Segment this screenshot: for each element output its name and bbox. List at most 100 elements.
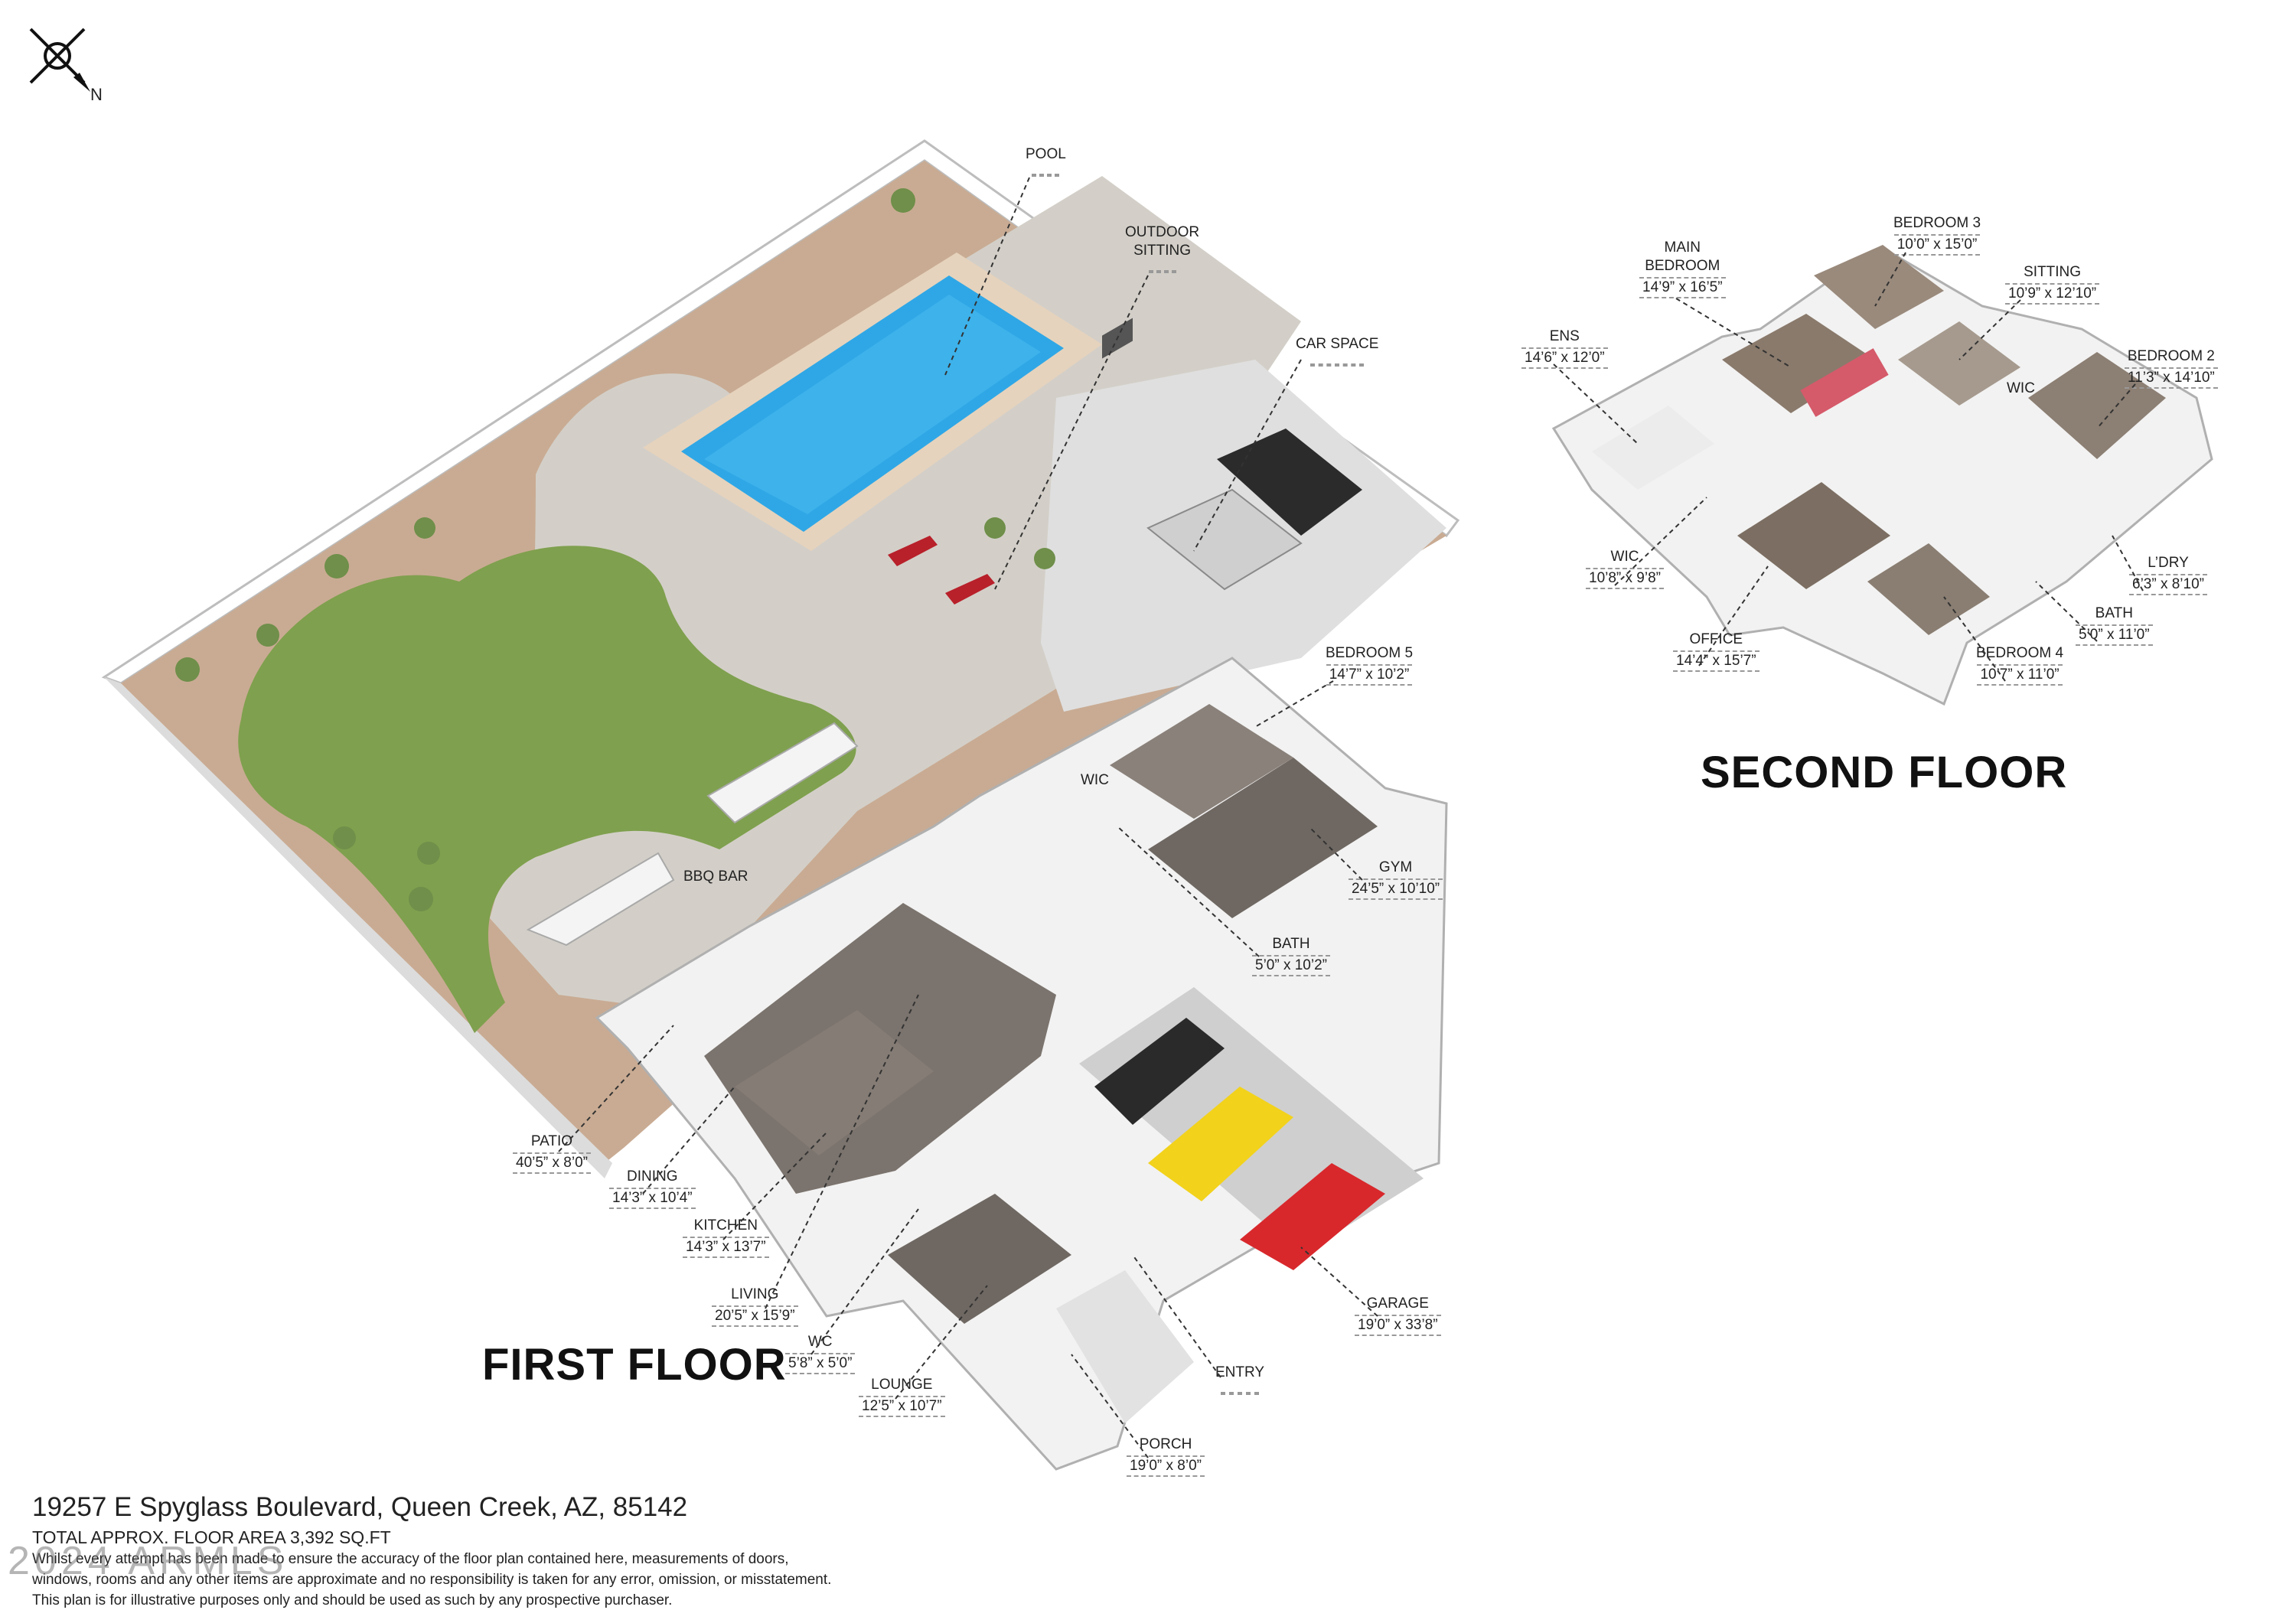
first-floor-title: FIRST FLOOR <box>482 1340 787 1390</box>
label-main-bedroom: MAIN BEDROOM 14’9” x 16’5” <box>1639 239 1726 298</box>
room-dim: 11’3” x 14’10” <box>2125 367 2218 389</box>
room-name: ENTRY <box>1215 1364 1265 1380</box>
label-car-space: CAR SPACE <box>1296 335 1378 372</box>
room-dim: 20’5” x 15’9” <box>712 1305 798 1327</box>
label-wic-second: WIC <box>2007 380 2035 398</box>
label-ens: ENS 14’6” x 12’0” <box>1521 328 1608 369</box>
room-name: POOL <box>1026 146 1066 162</box>
label-bbq-bar: BBQ BAR <box>683 868 748 886</box>
label-garage: GARAGE 19’0” x 33’8” <box>1355 1295 1441 1336</box>
bbq-bar-counter-2 <box>526 852 675 947</box>
main-bedroom-floor <box>1722 314 1875 413</box>
room-dim: 12’5” x 10’7” <box>859 1396 945 1417</box>
room-dim: 5’0” x 10’2” <box>1252 955 1330 976</box>
label-wc: WC 5’8” x 5’0” <box>785 1333 856 1374</box>
disclaimer: Whilst every attempt has been made to en… <box>32 1549 1027 1611</box>
room-name: GARAGE <box>1366 1295 1429 1312</box>
label-pool: POOL <box>1026 145 1066 182</box>
room-dim: 10’8” x 9’8” <box>1586 568 1664 589</box>
label-wic-first: WIC <box>1081 771 1109 790</box>
room-dim: 6’3” x 8’10” <box>2129 574 2207 595</box>
label-living: LIVING 20’5” x 15’9” <box>712 1286 798 1327</box>
room-name: BEDROOM 2 <box>2127 348 2215 364</box>
room-name: DINING <box>627 1168 678 1185</box>
room-name: OUTDOOR <box>1125 224 1200 240</box>
label-lounge: LOUNGE 12’5” x 10’7” <box>859 1376 945 1417</box>
disclaimer-line: This plan is for illustrative purposes o… <box>32 1592 673 1608</box>
room-dim: 14’6” x 12’0” <box>1521 347 1608 369</box>
porch-floor <box>1056 1270 1194 1423</box>
room-name: BBQ BAR <box>683 869 748 885</box>
room-name: LIVING <box>731 1286 779 1302</box>
lawn <box>238 546 856 1033</box>
compass: N <box>23 19 107 104</box>
lounge-chairs <box>888 536 995 605</box>
total-floor-area: TOTAL APPROX. FLOOR AREA 3,392 SQ.FT <box>32 1527 391 1547</box>
room-name: SITTING <box>1133 243 1192 259</box>
sitting-floor <box>1898 321 2020 406</box>
room-name: KITCHEN <box>693 1217 758 1234</box>
bbq-bar-counter <box>706 722 859 824</box>
room-name: ENS <box>1549 328 1580 344</box>
room-dim: 5’8” x 5’0” <box>785 1353 856 1374</box>
second-floor-title: SECOND FLOOR <box>1701 748 2068 797</box>
property-address: 19257 E Spyglass Boulevard, Queen Creek,… <box>32 1492 688 1522</box>
room-name: PORCH <box>1139 1436 1192 1452</box>
room-name: BEDROOM 3 <box>1893 215 1981 231</box>
compass-icon <box>29 28 90 92</box>
room-dim: 5’0” x 11’0” <box>2076 624 2153 646</box>
room-name: OFFICE <box>1689 631 1743 647</box>
label-bedroom2: BEDROOM 2 11’3” x 14’10” <box>2125 347 2218 389</box>
room-name: WIC <box>1610 549 1639 565</box>
label-bath-second: BATH 5’0” x 11’0” <box>2076 605 2153 646</box>
room-dim: 10’7” x 11’0” <box>1977 664 2063 686</box>
label-office: OFFICE 14’4” x 15’7” <box>1673 631 1760 672</box>
room-name: WC <box>807 1334 833 1350</box>
room-name: BEDROOM 5 <box>1326 645 1414 661</box>
room-name: CAR SPACE <box>1296 336 1379 352</box>
label-entry: ENTRY <box>1215 1364 1264 1400</box>
room-name: WIC <box>2007 380 2035 396</box>
room-dim: 10’0” x 15’0” <box>1893 234 1981 256</box>
room-name: MAIN <box>1664 240 1701 256</box>
compass-north-label: N <box>90 85 103 104</box>
room-name: WIC <box>1081 772 1109 788</box>
room-dim: 14’9” x 16’5” <box>1639 277 1726 298</box>
room-dim: 14’4” x 15’7” <box>1673 650 1760 672</box>
room-name: L’DRY <box>2148 555 2189 571</box>
room-name: BATH <box>1272 936 1310 952</box>
disclaimer-line: Whilst every attempt has been made to en… <box>32 1551 789 1567</box>
label-bedroom5: BEDROOM 5 14’7” x 10’2” <box>1326 644 1413 686</box>
room-name: SITTING <box>2024 264 2082 280</box>
bedroom5-floor <box>1110 704 1293 819</box>
label-outdoor-sitting: OUTDOOR SITTING <box>1125 223 1199 279</box>
garage-cars <box>1094 1018 1385 1270</box>
room-name: BEDROOM 4 <box>1976 645 2064 661</box>
label-porch: PORCH 19’0” x 8’0” <box>1127 1436 1205 1477</box>
room-name: GYM <box>1378 859 1413 875</box>
yard-front-wall <box>104 677 612 1178</box>
label-bedroom4: BEDROOM 4 10’7” x 11’0” <box>1976 644 2063 686</box>
room-name: BEDROOM <box>1645 258 1720 274</box>
label-sitting: SITTING 10’9” x 12’10” <box>2005 263 2100 305</box>
label-laundry: L’DRY 6’3” x 8’10” <box>2129 554 2207 595</box>
label-kitchen: KITCHEN 14’3” x 13’7” <box>683 1217 769 1258</box>
room-name: BATH <box>2095 605 2133 621</box>
label-dining: DINING 14’3” x 10’4” <box>609 1168 696 1209</box>
watermark: 2024 ARMLS <box>8 1539 289 1583</box>
room-name: LOUNGE <box>871 1377 933 1393</box>
label-bath-first: BATH 5’0” x 10’2” <box>1252 935 1330 976</box>
label-wic-third: WIC 10’8” x 9’8” <box>1586 548 1664 589</box>
room-name: PATIO <box>530 1133 573 1149</box>
office-floor <box>1737 482 1890 589</box>
room-dim: 14’3” x 10’4” <box>609 1188 696 1209</box>
label-gym: GYM 24’5” x 10’10” <box>1349 859 1443 900</box>
ens-floor <box>1592 406 1714 490</box>
label-bedroom3: BEDROOM 3 10’0” x 15’0” <box>1893 214 1981 256</box>
room-dim-placeholder <box>1032 174 1060 177</box>
room-dim: 10’9” x 12’10” <box>2005 283 2100 305</box>
room-dim: 40’5” x 8’0” <box>513 1152 591 1174</box>
room-dim: 19’0” x 33’8” <box>1355 1315 1441 1336</box>
room-dim: 24’5” x 10’10” <box>1349 878 1443 900</box>
room-dim: 14’3” x 13’7” <box>683 1237 769 1258</box>
